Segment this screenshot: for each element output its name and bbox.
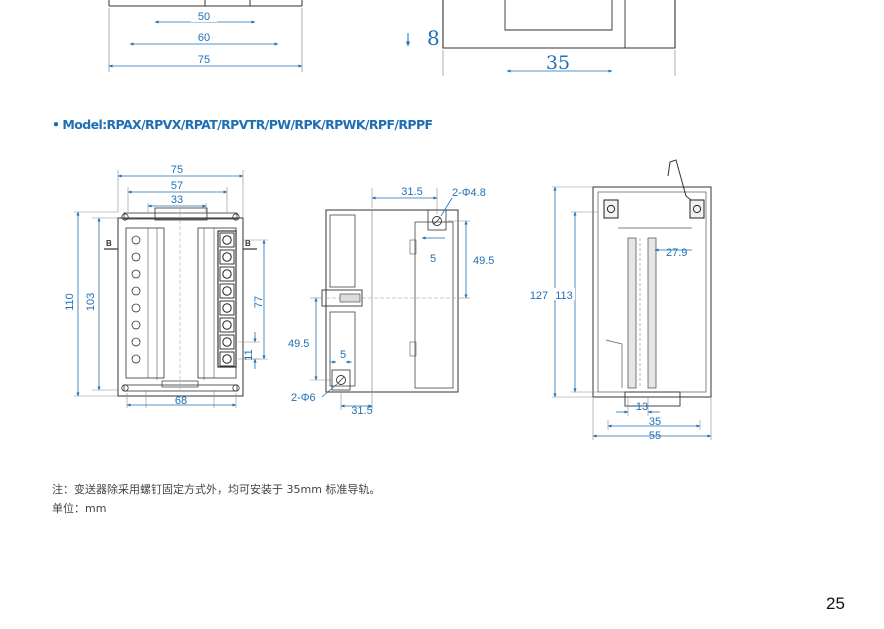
dim-75-top: 75	[198, 54, 210, 66]
dim-60: 60	[198, 32, 210, 44]
dim-50: 50	[198, 11, 210, 23]
dim-8: 8	[427, 26, 440, 50]
dim-75-front: 75	[171, 164, 183, 176]
note-units: 单位：mm	[52, 502, 107, 515]
section-marker-right: B	[245, 239, 251, 248]
dim-31-5-top: 31.5	[401, 186, 422, 198]
dim-110: 110	[64, 293, 76, 311]
dim-57: 57	[171, 180, 183, 192]
dim-77: 77	[253, 296, 265, 308]
dim-5-bottom: 5	[340, 349, 346, 361]
dim-49-5-top: 49.5	[473, 255, 494, 267]
dim-27-9: 27.9	[666, 247, 687, 259]
dim-13: 13	[636, 401, 648, 413]
top-left-fragment: 50 60 75	[108, 0, 303, 72]
dim-55: 55	[649, 430, 661, 442]
model-list: Model:RPAX/RPVX/RPAT/RPVTR/PW/RPK/RPWK/R…	[62, 117, 433, 132]
dim-5-top: 5	[430, 253, 436, 265]
page-number: 25	[826, 594, 845, 613]
dim-33: 33	[171, 194, 183, 206]
dim-68: 68	[175, 395, 187, 407]
section-view: 27.9 127 113 13 35 55	[528, 159, 712, 442]
dim-127: 127	[530, 290, 548, 302]
dim-hole-top: 2-Φ4.8	[452, 187, 486, 199]
dim-11: 11	[243, 349, 255, 360]
dim-113: 113	[555, 290, 573, 302]
top-right-fragment: 8 35	[406, 0, 676, 76]
dim-hole-bottom: 2-Φ6	[291, 392, 316, 404]
dim-31-5-bottom: 31.5	[351, 405, 372, 417]
heading-bullet: •	[52, 117, 60, 132]
note-mounting: 注：变送器除采用螺钉固定方式外，均可安装于 35mm 标准导轨。	[52, 483, 381, 496]
dim-103: 103	[85, 293, 97, 311]
front-view: B B 75 57 33 110 103 77 11	[64, 164, 268, 408]
left-terminal-column	[131, 235, 141, 364]
dim-35-top: 35	[546, 52, 570, 74]
right-terminal-block	[217, 230, 237, 368]
dim-35-section: 35	[649, 416, 661, 428]
dim-49-5-bottom: 49.5	[288, 338, 309, 350]
side-view: 31.5 2-Φ4.8 5 49.5 49.5 5 2-Φ6 31.5	[288, 186, 494, 417]
section-marker-left: B	[106, 239, 112, 248]
model-heading: •Model:RPAX/RPVX/RPAT/RPVTR/PW/RPK/RPWK/…	[52, 117, 433, 132]
